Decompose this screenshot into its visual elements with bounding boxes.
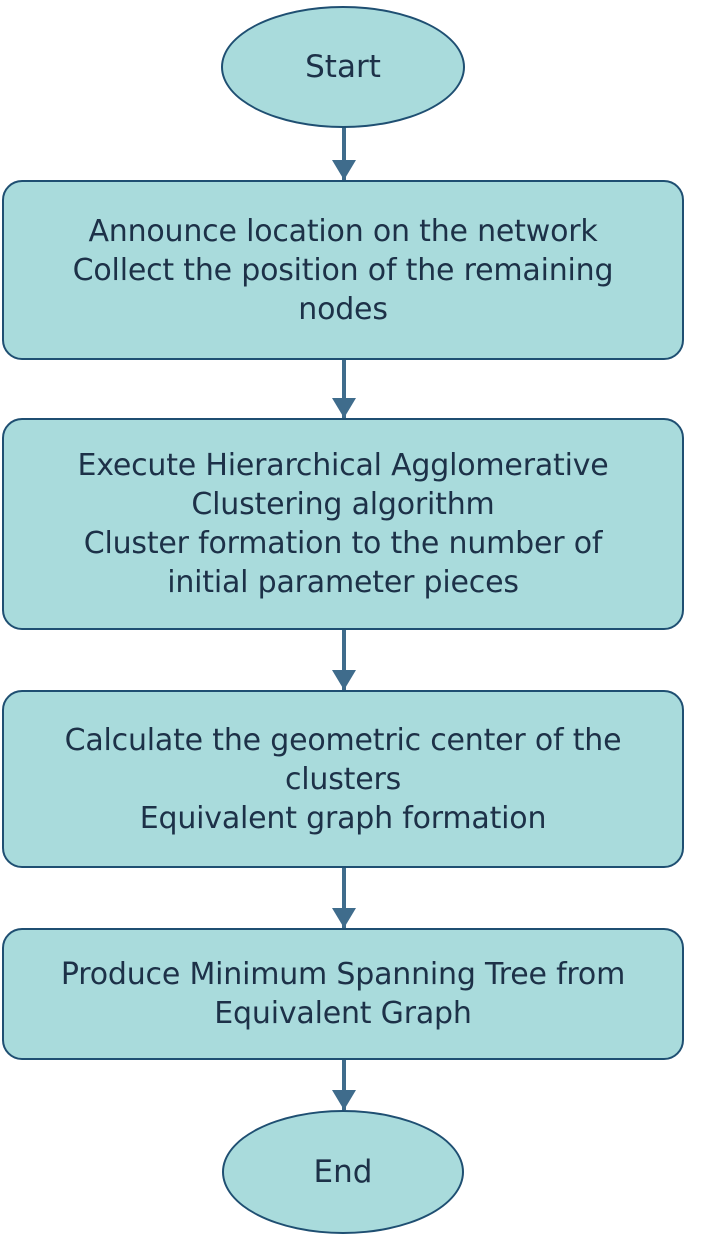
arrowhead-icon <box>332 908 356 928</box>
connector-step2-to-step3 <box>332 630 356 690</box>
step-text-line: Collect the position of the remaining <box>72 252 614 288</box>
step-text-line: Clustering algorithm <box>191 487 495 522</box>
step-text-line: Produce Minimum Spanning Tree from <box>60 957 626 992</box>
arrowhead-icon <box>332 160 356 180</box>
start-label: Start <box>305 49 381 85</box>
step-text-line: Calculate the geometric center of the <box>64 722 622 758</box>
process-step-execute-clustering: Execute Hierarchical Agglomerative Clust… <box>2 418 684 630</box>
connector-step3-to-step4 <box>332 868 356 928</box>
arrowhead-icon <box>332 670 356 690</box>
connector-step1-to-step2 <box>332 360 356 418</box>
arrowhead-icon <box>332 1090 356 1110</box>
step-text-line: Execute Hierarchical Agglomerative <box>77 448 609 483</box>
step-text-line: nodes <box>298 291 388 327</box>
step-text-line: Announce location on the network <box>88 213 598 249</box>
process-step-calculate-center: Calculate the geometric center of the cl… <box>2 690 684 868</box>
connector-step4-to-end <box>332 1060 356 1110</box>
end-label: End <box>313 1154 373 1190</box>
step-text-line: Cluster formation to the number of <box>83 526 603 561</box>
step-text-line: Equivalent Graph <box>214 996 472 1031</box>
step-text-line: Equivalent graph formation <box>139 800 547 836</box>
step-text-line: clusters <box>284 761 402 797</box>
connector-start-to-step1 <box>332 126 356 180</box>
process-step-produce-mst: Produce Minimum Spanning Tree from Equiv… <box>2 928 684 1060</box>
start-terminator: Start <box>221 6 465 128</box>
step-text-line: initial parameter pieces <box>167 565 519 600</box>
process-step-announce-location: Announce location on the network Collect… <box>2 180 684 360</box>
arrowhead-icon <box>332 398 356 418</box>
end-terminator: End <box>222 1110 464 1234</box>
